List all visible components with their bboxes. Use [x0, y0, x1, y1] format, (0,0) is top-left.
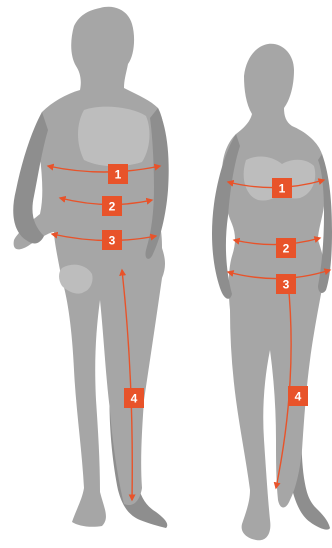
male-badge-2-label: 2 [109, 200, 116, 214]
male-mannequin [13, 7, 168, 528]
female-mannequin [212, 44, 332, 541]
male-badge-2: 2 [102, 196, 122, 216]
male-badge-4-label: 4 [131, 392, 138, 406]
female-badge-4: 4 [288, 386, 308, 406]
male-hand [59, 265, 93, 294]
female-badge-3-label: 3 [283, 278, 290, 292]
female-badge-3: 3 [276, 274, 296, 294]
male-chest-highlight [78, 107, 149, 167]
male-badge-1: 1 [108, 164, 128, 184]
female-badge-1: 1 [272, 178, 292, 198]
male-badge-3-label: 3 [109, 234, 116, 248]
male-badge-4: 4 [124, 388, 144, 408]
female-badge-4-label: 4 [295, 390, 302, 404]
male-body [14, 7, 165, 527]
female-badge-2: 2 [276, 238, 296, 258]
male-badge-1-label: 1 [115, 168, 122, 182]
female-badge-2-label: 2 [283, 242, 290, 256]
male-badge-3: 3 [102, 230, 122, 250]
female-body [222, 44, 325, 541]
female-badge-1-label: 1 [279, 182, 286, 196]
